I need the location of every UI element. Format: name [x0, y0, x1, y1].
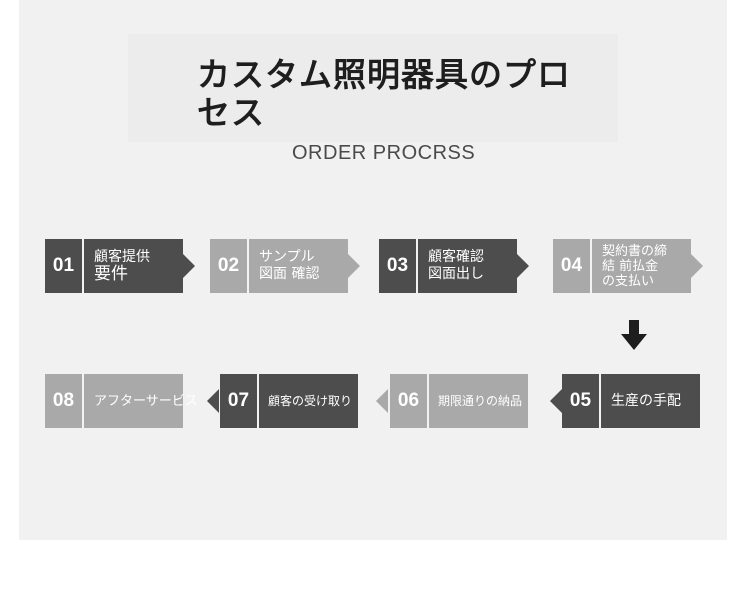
step-label: 顧客の受け取り	[259, 374, 358, 428]
arrow-right-icon	[517, 254, 529, 278]
step-label-line1: 顧客確認	[428, 249, 484, 265]
divider	[82, 239, 84, 293]
step-label: サンプル 図面 確認	[249, 239, 348, 293]
step-label-line2: 要件	[94, 264, 128, 284]
step-05: 05 生産の手配	[550, 374, 700, 428]
arrow-left-icon	[376, 389, 388, 413]
step-label-line1: 顧客提供	[94, 249, 150, 265]
arrow-right-icon	[691, 254, 703, 278]
divider	[590, 239, 592, 293]
divider	[257, 374, 259, 428]
step-label-line1: 契約書の締	[602, 243, 668, 259]
step-label-line1: 顧客の受け取り	[268, 393, 353, 408]
arrow-left-icon	[550, 389, 562, 413]
arrow-right-icon	[348, 254, 360, 278]
step-label-line1: アフターサービス	[94, 393, 198, 409]
divider	[82, 374, 84, 428]
page-subtitle: ORDER PROCRSS	[292, 142, 476, 164]
title-band	[128, 34, 618, 142]
step-label-line2: 図面出し	[428, 266, 484, 282]
step-04: 04 契約書の締 結 前払金 の支払い	[553, 239, 705, 293]
step-number: 05	[562, 374, 599, 428]
step-label: 顧客確認 図面出し	[418, 239, 517, 293]
step-number: 06	[390, 374, 427, 428]
step-02: 02 サンプル 図面 確認	[210, 239, 362, 293]
step-label-line1: サンプル	[259, 249, 315, 265]
step-label: 契約書の締 結 前払金 の支払い	[592, 239, 691, 293]
arrow-down-icon	[621, 320, 647, 350]
step-label: 顧客提供 要件	[84, 239, 183, 293]
arrow-left-icon	[207, 389, 219, 413]
step-07: 07 顧客の受け取り	[207, 374, 358, 428]
step-number: 04	[553, 239, 590, 293]
step-03: 03 顧客確認 図面出し	[379, 239, 531, 293]
step-label-line2: 結 前払金	[602, 258, 659, 274]
divider	[599, 374, 601, 428]
step-label-line3: の支払い	[602, 273, 655, 289]
page-title: カスタム照明器具のプロセス	[197, 55, 571, 132]
step-number: 07	[220, 374, 257, 428]
step-01: 01 顧客提供 要件	[45, 239, 197, 293]
step-number: 03	[379, 239, 416, 293]
step-number: 01	[45, 239, 82, 293]
step-number: 02	[210, 239, 247, 293]
step-label-line1: 期限通りの納品	[438, 393, 523, 408]
divider	[416, 239, 418, 293]
step-08: 08 アフターサービス	[45, 374, 198, 428]
step-label: 生産の手配	[601, 374, 700, 428]
step-label-line2: 図面 確認	[259, 266, 320, 282]
step-06: 06 期限通りの納品	[376, 374, 528, 428]
step-label: 期限通りの納品	[429, 374, 528, 428]
step-number: 08	[45, 374, 82, 428]
step-label-line1: 生産の手配	[611, 392, 681, 409]
step-label: アフターサービス	[84, 374, 198, 428]
divider	[247, 239, 249, 293]
arrow-right-icon	[183, 254, 195, 278]
divider	[427, 374, 429, 428]
